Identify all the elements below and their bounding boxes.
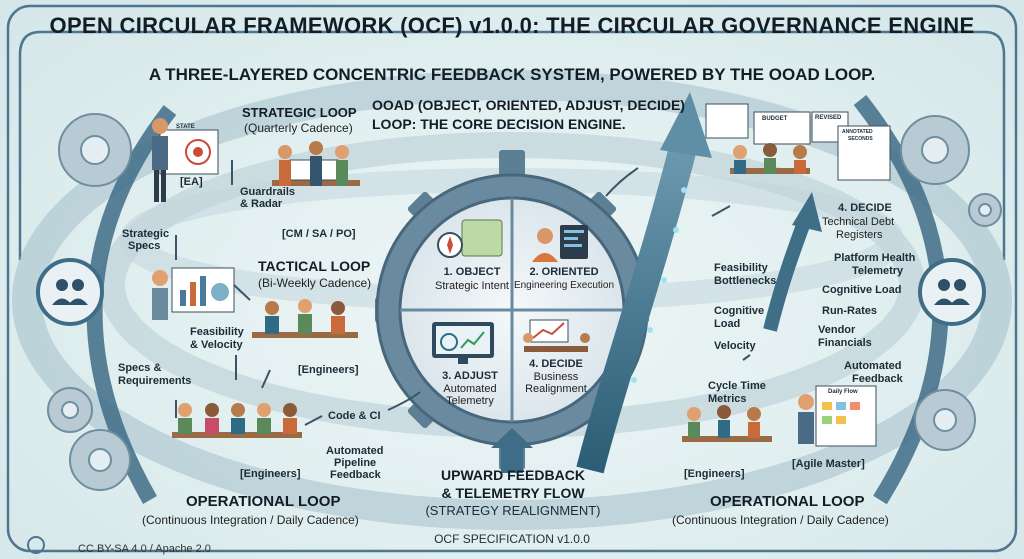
decide-line1: 4. DECIDE — [838, 202, 892, 214]
state-label: STATE — [176, 124, 195, 130]
operational-left-cadence: (Continuous Integration / Daily Cadence) — [142, 513, 359, 527]
pipeline-line1: Automated — [326, 445, 384, 457]
right-gears — [900, 115, 1002, 451]
left-gears — [47, 113, 132, 491]
decide-line3: Registers — [836, 229, 883, 241]
strategic-loop-cadence: (Quarterly Cadence) — [244, 121, 353, 135]
ooad-heading-line1: OOAD (OBJECT, ORIENTED, ADJUST, DECIDE) — [372, 97, 685, 113]
guardrails-line1: Guardrails — [240, 186, 296, 198]
engineer-laptop-icon — [532, 225, 588, 262]
telemetry-monitor-icon — [432, 322, 494, 364]
quadrant-4-title: 4. DECIDE — [529, 358, 583, 370]
operational-engineers-left — [172, 403, 302, 438]
tactical-loop-cadence: (Bi-Weekly Cadence) — [258, 276, 372, 290]
cognitive-load-right: Cognitive Load — [822, 284, 902, 296]
cycle-time-line2: Metrics — [708, 393, 747, 405]
platform-health-line2: Telemetry — [852, 265, 904, 277]
right-secondary-arrow — [763, 217, 812, 332]
spec-footer: OCF SPECIFICATION v1.0.0 — [434, 532, 590, 546]
tactical-presenter — [152, 267, 235, 320]
quadrant-3-caption-line2: Telemetry — [446, 395, 494, 407]
agile-master-label: [Agile Master] — [792, 458, 865, 470]
quadrant-3-caption-line1: Automated — [443, 383, 497, 395]
vendor-line2: Financials — [818, 337, 872, 349]
ea-label: [EA] — [180, 176, 203, 188]
compass-map-icon — [437, 219, 503, 258]
pipeline-line2: Pipeline — [334, 457, 377, 469]
platform-health-line1: Platform Health — [834, 252, 916, 264]
outer-frame — [6, 4, 1018, 553]
quadrant-4-caption-line1: Business — [533, 371, 579, 383]
annotated-line1: ANNOTATED — [842, 129, 873, 135]
annotated-line2: SECONDS — [848, 136, 873, 142]
upward-feedback-line2: & TELEMETRY FLOW — [441, 485, 585, 501]
strategic-specs-line2: Specs — [128, 240, 161, 252]
cognitive-line1: Cognitive — [714, 305, 765, 317]
upward-feedback-line3: (STRATEGY REALIGNMENT) — [425, 503, 601, 518]
quadrant-1-title: 1. OBJECT — [443, 266, 501, 278]
strategic-loop-title: STRATEGIC LOOP — [242, 105, 357, 120]
tactical-engineers: [Engineers] — [298, 364, 359, 376]
feasibility-line1: Feasibility — [190, 326, 244, 338]
operational-right-title: OPERATIONAL LOOP — [710, 493, 865, 510]
quadrant-4-caption-line2: Realignment — [525, 383, 587, 395]
tactical-loop-title: TACTICAL LOOP — [258, 258, 371, 274]
strategic-roles: [CM / SA / PO] — [282, 228, 356, 240]
operational-left-title: OPERATIONAL LOOP — [186, 493, 341, 510]
quadrant-2-title: 2. ORIENTED — [529, 266, 599, 278]
feasibility-bottlenecks-line2: Bottlenecks — [714, 275, 777, 287]
left-team-badge — [36, 258, 104, 326]
quadrant-2-caption: Engineering Execution — [513, 280, 615, 291]
code-ci-label: Code & CI — [328, 410, 381, 422]
automated-feedback-line1: Automated — [844, 360, 902, 372]
page-title: OPEN CIRCULAR FRAMEWORK (OCF) v1.0.0: TH… — [49, 13, 975, 38]
tactical-engineers — [252, 299, 358, 338]
page-subtitle: A THREE-LAYERED CONCENTRIC FEEDBACK SYST… — [148, 65, 876, 84]
ooad-heading-line2: LOOP: THE CORE DECISION ENGINE. — [372, 116, 626, 132]
budget-label: BUDGET — [762, 116, 788, 122]
revised-label: REVISED — [815, 115, 842, 121]
run-rates-label: Run-Rates — [822, 305, 878, 317]
tactical-specs-line1: Specs & — [118, 362, 162, 374]
telemetry-sparks — [631, 187, 687, 383]
guardrails-line2: & Radar — [240, 198, 283, 210]
pipeline-line3: Feedback — [330, 469, 381, 481]
upward-feedback-line1: UPWARD FEEDBACK — [441, 467, 585, 483]
upward-feedback-arrow — [576, 136, 699, 474]
cognitive-line2: Load — [714, 318, 741, 330]
strategic-team — [272, 141, 360, 186]
cycle-time-line1: Cycle Time — [708, 380, 766, 392]
right-team-badge — [918, 258, 986, 326]
operational-right-cadence: (Continuous Integration / Daily Cadence) — [672, 513, 889, 527]
operational-left-engineers: [Engineers] — [240, 468, 301, 480]
tactical-specs-line2: Requirements — [118, 375, 192, 387]
operational-band — [12, 70, 1012, 530]
operational-right-engineers: [Engineers] — [684, 468, 745, 480]
feasibility-bottlenecks-line1: Feasibility — [714, 262, 768, 274]
velocity-label: Velocity — [714, 340, 756, 352]
decide-line2: Technical Debt — [822, 216, 895, 228]
agile-master-board — [798, 385, 877, 447]
license-footer: CC BY-SA 4.0 / Apache 2.0 — [78, 543, 211, 555]
automated-feedback-line2: Feedback — [852, 373, 903, 385]
quadrant-3-title: 3. ADJUST — [442, 370, 498, 382]
feasibility-line2: & Velocity — [190, 339, 243, 351]
decide-boardroom — [705, 103, 891, 181]
ea-presenter — [152, 118, 219, 202]
strategic-specs-line1: Strategic — [122, 228, 170, 240]
daily-flow-label: Daily Flow — [828, 389, 858, 395]
quadrant-1-caption: Strategic Intent — [435, 280, 509, 292]
operational-engineers-right — [682, 405, 772, 442]
vendor-line1: Vendor — [818, 324, 856, 336]
business-meeting-icon — [523, 319, 590, 352]
